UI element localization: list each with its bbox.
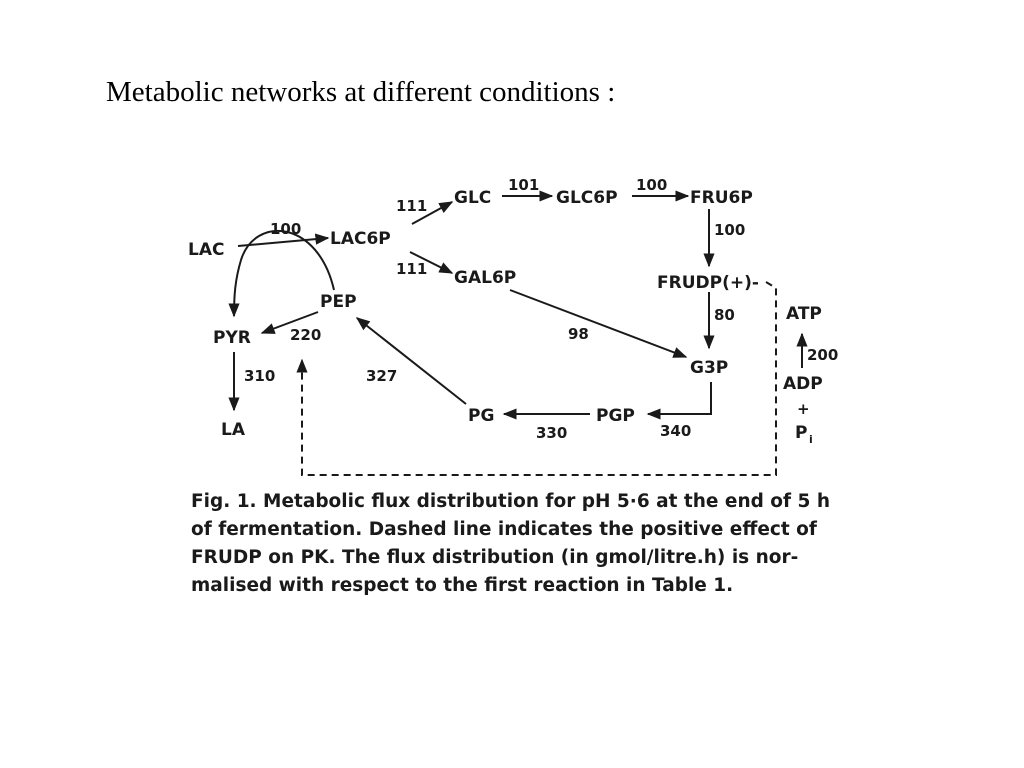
metabolite-frudp: FRUDP(+)-: [657, 273, 759, 293]
flux-lac-lac6p: 100: [270, 220, 301, 238]
metabolite-glc6p: GLC6P: [556, 188, 618, 208]
edge-g3p-pgp: [646, 382, 712, 420]
flux-pgp-pg: 330: [536, 424, 567, 442]
metabolite-adp: ADP: [783, 374, 823, 394]
metabolite-la: LA: [221, 420, 246, 440]
flux-labels: 100 111 101 100 100 111 80 98 220 310 32…: [244, 176, 838, 442]
flux-lac6p-glc: 111: [396, 197, 427, 215]
slide-title: Metabolic networks at different conditio…: [106, 76, 616, 108]
metabolite-pyr: PYR: [213, 328, 251, 348]
metabolite-pi: P: [795, 423, 807, 443]
edge-frudp-pk-effect: [296, 281, 777, 476]
edge-lac6p-glc: [411, 201, 454, 225]
flux-pep-pyr: 220: [290, 326, 321, 344]
edge-lac-pyr-curve: [228, 229, 335, 318]
edge-gal6p-g3p: [509, 289, 688, 358]
metabolite-labels: LAC LAC6P GLC GLC6P FRU6P GAL6P FRUDP(+)…: [188, 188, 823, 446]
flux-gal6p-g3p: 98: [568, 325, 589, 343]
flux-glc-glc6p: 101: [508, 176, 539, 194]
flux-adp-atp: 200: [807, 346, 838, 364]
edge-lac6p-gal6p: [409, 251, 454, 274]
caption-line-3: FRUDP on PK. The flux distribution (in g…: [191, 547, 799, 568]
metabolite-plus: +: [797, 400, 810, 418]
figure-caption: Fig. 1. Metabolic flux distribution for …: [191, 488, 851, 600]
metabolite-pep: PEP: [320, 292, 357, 312]
metabolite-lac: LAC: [188, 240, 224, 260]
caption-line-1: Fig. 1. Metabolic flux distribution for …: [191, 491, 830, 512]
flux-lac6p-gal6p: 111: [396, 260, 427, 278]
metabolite-fru6p: FRU6P: [690, 188, 753, 208]
flux-fru6p-frudp: 100: [714, 221, 745, 239]
flux-g3p-pgp: 340: [660, 422, 691, 440]
flux-glc6p-fru6p: 100: [636, 176, 667, 194]
metabolite-glc: GLC: [454, 188, 491, 208]
caption-line-2: of fermentation. Dashed line indicates t…: [191, 519, 817, 540]
metabolite-g3p: G3P: [690, 358, 728, 378]
metabolite-gal6p: GAL6P: [454, 268, 516, 288]
metabolite-pi-subscript: i: [809, 433, 813, 446]
edges: [228, 190, 808, 476]
edge-pg-pep: [355, 317, 467, 405]
flux-pyr-la: 310: [244, 367, 275, 385]
metabolite-atp: ATP: [786, 304, 822, 324]
flux-pg-pep: 327: [366, 367, 397, 385]
metabolite-lac6p: LAC6P: [330, 229, 391, 249]
metabolite-pg: PG: [468, 406, 494, 426]
edge-lac-lac6p: [237, 233, 330, 247]
flux-frudp-g3p: 80: [714, 306, 735, 324]
caption-line-4: malised with respect to the first reacti…: [191, 575, 734, 596]
edge-pep-pyr: [260, 311, 319, 334]
metabolite-pgp: PGP: [596, 406, 635, 426]
